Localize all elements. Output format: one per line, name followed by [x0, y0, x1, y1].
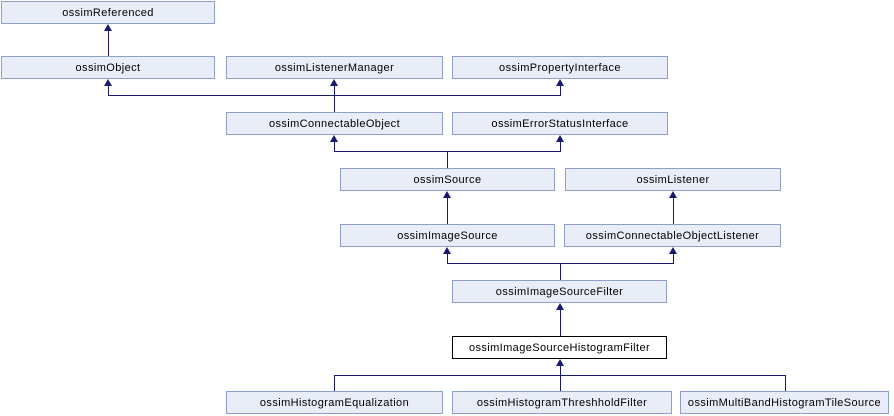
- inheritance-arrow-icon: [443, 191, 451, 198]
- class-node-ossimhistogramthreshholdfilter[interactable]: ossimHistogramThreshholdFilter: [452, 391, 672, 414]
- inheritance-arrow-icon: [669, 191, 677, 198]
- class-node-ossimconnectableobjectlistener[interactable]: ossimConnectableObjectListener: [564, 224, 781, 247]
- class-node-ossimpropertyinterface[interactable]: ossimPropertyInterface: [452, 56, 668, 79]
- inheritance-arrow-icon: [556, 79, 564, 86]
- edge-equalization-stem-line: [334, 375, 335, 391]
- class-node-ossimlistenermanager[interactable]: ossimListenerManager: [226, 56, 443, 79]
- edge-source-stem-line: [447, 151, 448, 168]
- class-node-ossimlistener[interactable]: ossimListener: [565, 168, 781, 191]
- class-node-ossimobject[interactable]: ossimObject: [1, 56, 215, 79]
- edge-imagesource-source-line: [447, 197, 448, 224]
- class-node-ossimreferenced[interactable]: ossimReferenced: [1, 1, 215, 24]
- class-node-ossimimagesource[interactable]: ossimImageSource: [340, 224, 555, 247]
- inheritance-arrow-icon: [330, 135, 338, 142]
- inheritance-arrow-icon: [330, 79, 338, 86]
- edge-connectable-object-line: [108, 85, 109, 96]
- edge-threshhold-histogramfilter-line: [560, 365, 561, 391]
- edge-source-connectable-line: [334, 141, 335, 151]
- inheritance-arrow-icon: [556, 359, 564, 366]
- edge-filter-imagesource-line: [447, 253, 448, 263]
- inheritance-arrow-icon: [104, 79, 112, 86]
- inheritance-arrow-icon: [556, 135, 564, 142]
- edge-source-errorstatus-line: [560, 141, 561, 151]
- class-node-ossimimagesourcefilter[interactable]: ossimImageSourceFilter: [452, 280, 667, 303]
- class-node-ossimerrorstatusinterface[interactable]: ossimErrorStatusInterface: [452, 112, 668, 135]
- edge-multiband-stem-line: [785, 375, 786, 391]
- edge-connectable-listenermanager-line: [334, 85, 335, 112]
- class-node-ossimhistogramequalization[interactable]: ossimHistogramEqualization: [226, 391, 443, 414]
- class-node-ossimconnectableobject[interactable]: ossimConnectableObject: [226, 112, 443, 135]
- edge-connobjlistener-listener-line: [673, 197, 674, 224]
- class-node-ossimsource[interactable]: ossimSource: [340, 168, 555, 191]
- edge-imagesourcefilter-stem-line: [560, 263, 561, 280]
- inheritance-arrow-icon: [443, 247, 451, 254]
- inheritance-arrow-icon: [669, 247, 677, 254]
- inheritance-arrow-icon: [556, 303, 564, 310]
- bus-connectableobject-parents: [108, 95, 561, 96]
- class-node-ossimmultibandhistogramtilesource[interactable]: ossimMultiBandHistogramTileSource: [680, 391, 889, 414]
- edge-histogramfilter-imagesourcefilter-line: [560, 309, 561, 336]
- edge-connectable-propertyinterface-line: [560, 85, 561, 96]
- edge-filter-connobjlistener-line: [673, 253, 674, 263]
- class-node-ossimimagesourcehistogramfilter-current: ossimImageSourceHistogramFilter: [452, 336, 667, 359]
- edge-object-referenced-line: [108, 30, 109, 56]
- inheritance-arrow-icon: [104, 24, 112, 31]
- bus-histogramfilter-children: [334, 375, 786, 376]
